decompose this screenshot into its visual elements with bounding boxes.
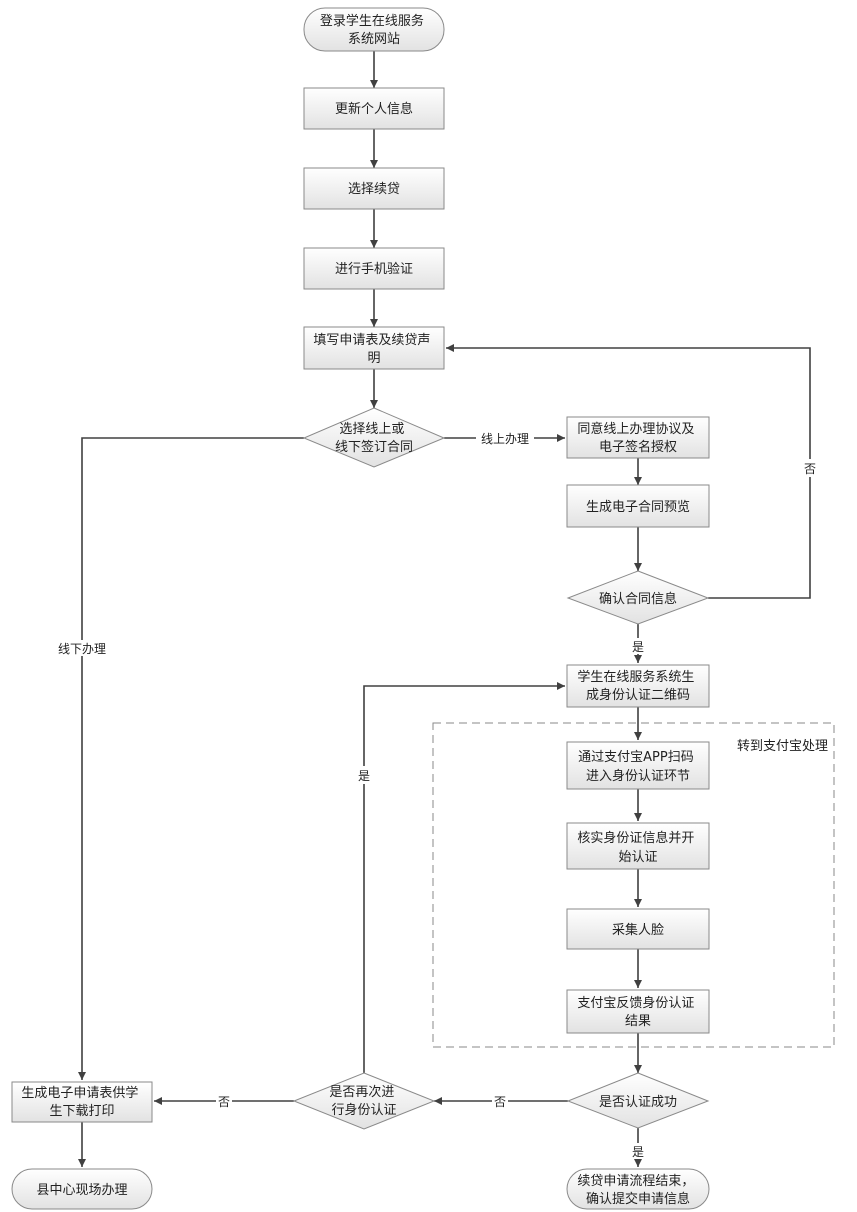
- svg-text:县中心现场办理: 县中心现场办理: [36, 1183, 127, 1198]
- svg-text:选择线上或 线下签订合同: 选择线上或 线下签订合同: [335, 422, 413, 455]
- svg-text:是否认证成功: 是否认证成功: [599, 1095, 677, 1110]
- svg-text:生成电子申请表供学 生下载打印: 生成电子申请表供学 生下载打印: [21, 1085, 142, 1119]
- node-gen-qrcode: 学生在线服务系统生 成身份认证二维码: [566, 664, 710, 708]
- node-phone-verify: 进行手机验证: [303, 247, 445, 290]
- node-choose-sign: 选择线上或 线下签订合同: [302, 407, 446, 468]
- svg-text:同意线上办理协议及 电子签名授权: 同意线上办理协议及 电子签名授权: [577, 421, 698, 455]
- svg-text:进行手机验证: 进行手机验证: [335, 261, 413, 277]
- edge-label-auth-yes: 是: [632, 1145, 644, 1159]
- edge-label-auth-no: 否: [494, 1095, 506, 1109]
- edge-choose-to-gen-print: [78, 437, 304, 1080]
- svg-text:支付宝反馈身份认证 结果: 支付宝反馈身份认证 结果: [577, 995, 698, 1029]
- svg-text:更新个人信息: 更新个人信息: [335, 101, 413, 117]
- svg-text:生成电子合同预览: 生成电子合同预览: [586, 499, 690, 515]
- edge-confirm-no-to-fill: [446, 344, 811, 599]
- node-face-capture: 采集人脸: [566, 908, 710, 950]
- svg-text:核实身份证信息并开 始认证: 核实身份证信息并开 始认证: [577, 830, 698, 865]
- node-start: 登录学生在线服务 系统网站: [303, 7, 445, 52]
- svg-text:登录学生在线服务 系统网站: 登录学生在线服务 系统网站: [320, 13, 428, 47]
- edge-labels: 线上办理 线下办理 否 是 是 否 否 是: [52, 430, 818, 1159]
- edge-label-offline: 线下办理: [58, 641, 106, 656]
- node-scan-alipay: 通过支付宝APP扫码 进入身份认证环节: [566, 741, 710, 790]
- edge-label-online: 线上办理: [481, 431, 529, 446]
- alipay-group-box: [432, 722, 835, 1048]
- node-county-center: 县中心现场办理: [11, 1168, 153, 1210]
- node-retry-auth: 是否再次进 行身份认证: [292, 1072, 436, 1130]
- alipay-group-label: 转到支付宝处理: [737, 739, 828, 754]
- svg-text:续贷申请流程结束， 确认提交申请信息: 续贷申请流程结束， 确认提交申请信息: [577, 1174, 698, 1207]
- node-update-info: 更新个人信息: [303, 87, 445, 130]
- edges: [78, 51, 811, 1167]
- node-select-renewal: 选择续贷: [303, 167, 445, 210]
- edge-label-confirm-yes: 是: [632, 640, 644, 654]
- svg-text:填写申请表及续贷声 明: 填写申请表及续贷声 明: [313, 333, 434, 366]
- node-preview-contract: 生成电子合同预览: [566, 484, 710, 528]
- svg-text:学生在线服务系统生 成身份认证二维码: 学生在线服务系统生 成身份认证二维码: [577, 669, 698, 703]
- svg-text:选择续贷: 选择续贷: [348, 182, 400, 197]
- node-agree-online: 同意线上办理协议及 电子签名授权: [566, 416, 710, 459]
- svg-text:是否再次进 行身份认证: 是否再次进 行身份认证: [329, 1084, 398, 1118]
- node-alipay-feedback: 支付宝反馈身份认证 结果: [566, 989, 710, 1034]
- edge-retry-yes-to-qrcode: [363, 682, 565, 1073]
- edge-label-confirm-no: 否: [804, 462, 816, 476]
- node-verify-id: 核实身份证信息并开 始认证: [566, 822, 710, 870]
- edge-label-retry-no: 否: [218, 1095, 230, 1109]
- node-fill-form: 填写申请表及续贷声 明: [303, 326, 445, 370]
- svg-text:通过支付宝APP扫码 进入身份认证环节: 通过支付宝APP扫码 进入身份认证环节: [578, 750, 698, 784]
- node-gen-print: 生成电子申请表供学 生下载打印: [11, 1081, 153, 1123]
- svg-text:采集人脸: 采集人脸: [612, 922, 664, 938]
- node-finish: 续贷申请流程结束， 确认提交申请信息: [566, 1168, 710, 1210]
- node-auth-success: 是否认证成功: [566, 1072, 710, 1129]
- svg-text:确认合同信息: 确认合同信息: [599, 591, 677, 607]
- node-confirm-contract: 确认合同信息: [566, 570, 710, 625]
- edge-label-retry-yes: 是: [358, 769, 370, 783]
